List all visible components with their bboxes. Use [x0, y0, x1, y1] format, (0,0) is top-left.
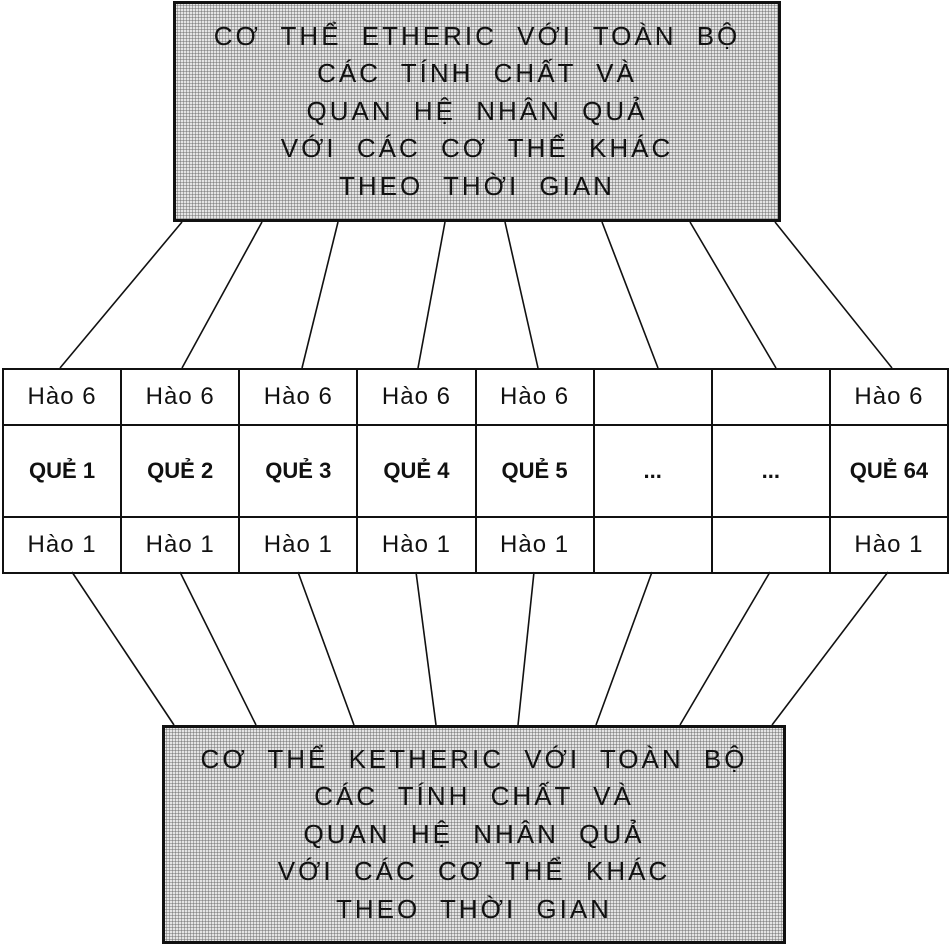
etheric-body-box: CƠ THỂ ETHERIC VỚI TOÀN BỘ CÁC TÍNH CHẤT…	[173, 1, 781, 222]
hexagram-1-bottom-line: Hào 1	[1, 516, 123, 574]
hexagram-6-name: ...	[592, 424, 713, 518]
hexagram-8-top-line: Hào 6	[828, 368, 950, 426]
hexagram-8-bottom-line: Hào 1	[828, 516, 950, 574]
ketheric-line-4: VỚI CÁC CƠ THỂ KHÁC	[277, 856, 671, 887]
hexagram-4-name: QUẺ 4	[356, 424, 477, 518]
hexagram-5-top-line: Hào 6	[474, 368, 595, 426]
ketheric-body-box: CƠ THỂ KETHERIC VỚI TOÀN BỘ CÁC TÍNH CHẤ…	[162, 725, 786, 944]
hexagram-2-top-line: Hào 6	[120, 368, 241, 426]
hexagram-3-top-line: Hào 6	[238, 368, 359, 426]
lower-connector-3	[297, 571, 355, 726]
etheric-line-5: THEO THỜI GIAN	[339, 170, 615, 201]
hexagram-1-top-line: Hào 6	[1, 368, 123, 426]
lower-connector-1	[71, 571, 175, 726]
upper-connector-4	[417, 221, 446, 369]
upper-connector-3	[301, 221, 339, 369]
hexagram-4-bottom-line: Hào 1	[356, 516, 477, 574]
hexagram-5-name: QUẺ 5	[474, 424, 595, 518]
etheric-line-2: CÁC TÍNH CHẤT VÀ	[317, 58, 637, 89]
grid-row-bottom-line: Hào 1 Hào 1 Hào 1 Hào 1 Hào 1 Hào 1	[1, 516, 950, 574]
lower-connector-5	[517, 571, 535, 726]
ketheric-line-5: THEO THỜI GIAN	[336, 893, 612, 924]
hexagram-8-name: QUẺ 64	[828, 424, 950, 518]
hexagram-2-name: QUẺ 2	[120, 424, 241, 518]
upper-connector-5	[504, 221, 539, 369]
upper-connector-6	[601, 221, 659, 369]
etheric-line-4: VỚI CÁC CƠ THỂ KHÁC	[280, 133, 674, 164]
ketheric-line-2: CÁC TÍNH CHẤT VÀ	[314, 781, 634, 812]
hexagram-7-name: ...	[710, 424, 831, 518]
grid-row-top-line: Hào 6 Hào 6 Hào 6 Hào 6 Hào 6 Hào 6	[1, 368, 950, 426]
ketheric-line-1: CƠ THỂ KETHERIC VỚI TOÀN BỘ	[200, 743, 748, 774]
hexagram-4-top-line: Hào 6	[356, 368, 477, 426]
hexagram-6-top-line	[592, 368, 713, 426]
hexagram-7-top-line	[710, 368, 831, 426]
hexagram-3-name: QUẺ 3	[238, 424, 359, 518]
lower-connector-2	[179, 571, 257, 726]
hexagram-2-bottom-line: Hào 1	[120, 516, 241, 574]
etheric-line-3: QUAN HỆ NHÂN QUẢ	[306, 95, 648, 126]
upper-connector-7	[689, 221, 777, 369]
upper-connector-8	[774, 221, 893, 369]
lower-connector-4	[415, 571, 437, 726]
hexagram-6-bottom-line	[592, 516, 713, 574]
etheric-line-1: CƠ THỂ ETHERIC VỚI TOÀN BỘ	[213, 20, 741, 51]
upper-connector-1	[59, 221, 183, 369]
hexagram-7-bottom-line	[710, 516, 831, 574]
hexagram-5-bottom-line: Hào 1	[474, 516, 595, 574]
grid-row-names: QUẺ 1 QUẺ 2 QUẺ 3 QUẺ 4 QUẺ 5 ... ... QU…	[1, 424, 950, 518]
lower-connector-6	[595, 571, 653, 726]
upper-connector-2	[181, 221, 263, 369]
hexagram-grid: Hào 6 Hào 6 Hào 6 Hào 6 Hào 6 Hào 6 QUẺ …	[1, 368, 950, 574]
lower-connector-8	[771, 571, 889, 726]
lower-connector-7	[679, 571, 771, 726]
hexagram-3-bottom-line: Hào 1	[238, 516, 359, 574]
hexagram-1-name: QUẺ 1	[1, 424, 123, 518]
ketheric-line-3: QUAN HỆ NHÂN QUẢ	[303, 818, 645, 849]
